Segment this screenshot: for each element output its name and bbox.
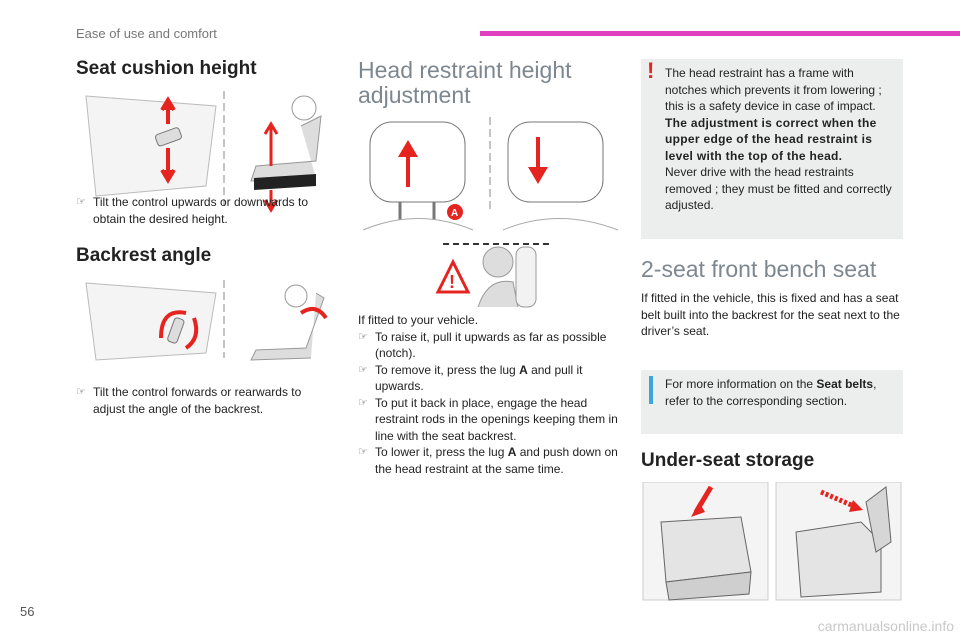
- seat-cushion-illustration: [85, 91, 322, 213]
- svg-text:!: !: [449, 272, 455, 292]
- info-box: For more information on the Seat belts, …: [641, 370, 903, 434]
- seat-cushion-title: Seat cushion height: [76, 58, 257, 79]
- backrest-illustration: [85, 280, 328, 361]
- bench-seat-text: If fitted in the vehicle, this is fixed …: [641, 291, 900, 338]
- bench-seat-title: 2-seat front bench seat: [641, 256, 877, 282]
- instruction-bullet: ☞To lower it, press the lug A and push d…: [358, 445, 618, 476]
- head-restraint-instructions: If fitted to your vehicle. ☞To raise it,…: [358, 312, 620, 477]
- backrest-bullet: ☞Tilt the control forwards or rearwards …: [76, 385, 302, 416]
- instruction-bullet: ☞To put it back in place, engage the hea…: [358, 395, 618, 443]
- page-number: 56: [20, 604, 35, 619]
- watermark: carmanualsonline.info: [817, 618, 954, 634]
- under-seat-storage-title: Under-seat storage: [641, 450, 815, 471]
- section-header: Ease of use and comfort: [76, 26, 217, 41]
- instruction-bullet: ☞To remove it, press the lug A and pull …: [358, 362, 583, 394]
- instruction-bullet: ☞To raise it, pull it upwards as far as …: [358, 329, 607, 361]
- accent-bar: [480, 31, 960, 36]
- backrest-title: Backrest angle: [76, 245, 212, 266]
- info-icon: [649, 376, 653, 404]
- under-seat-storage-illustration: [642, 482, 902, 601]
- svg-text:A: A: [451, 208, 458, 219]
- seat-cushion-bullet: ☞Tilt the control upwards or downwards t…: [76, 195, 308, 226]
- head-restraint-illustration: A !: [362, 117, 619, 308]
- warning-box: ! The head restraint has a frame with no…: [641, 59, 903, 239]
- intro-text: If fitted to your vehicle.: [358, 313, 479, 327]
- warning-icon: !: [647, 58, 655, 83]
- head-restraint-title: Head restraint height adjustment: [358, 57, 572, 108]
